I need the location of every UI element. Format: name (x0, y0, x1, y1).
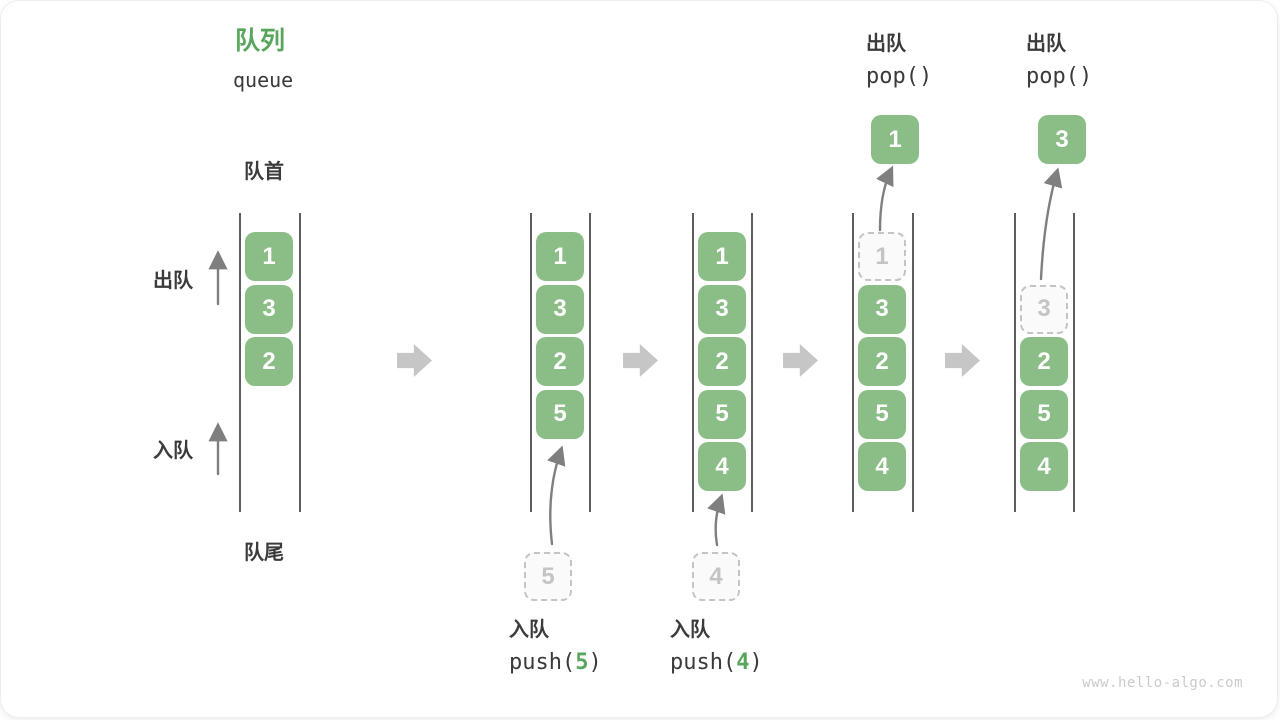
queue-boundary-line (852, 213, 854, 512)
queue-slot-ghost: 1 (858, 232, 906, 281)
op-label-pop-1: 出队 pop() (866, 32, 932, 90)
label-queue-front: 队首 (244, 161, 284, 183)
next-step-arrow (397, 344, 432, 377)
queue-item: 3 (858, 284, 906, 334)
code-arg: 5 (575, 650, 589, 675)
code-text: push( (509, 650, 576, 675)
op-pop-1-code: pop() (866, 64, 933, 89)
code-arg: 4 (736, 650, 750, 675)
queue-item: 4 (1020, 442, 1068, 491)
next-step-arrow (945, 344, 980, 377)
queue-item: 5 (536, 389, 584, 439)
enqueue-arrow-4 (707, 493, 726, 547)
queue-item: 5 (1020, 389, 1068, 439)
next-step-arrow (623, 344, 658, 377)
op-label-pop-3: 出队 pop() (1026, 32, 1092, 90)
queue-item: 3 (536, 284, 584, 334)
popped-item: 1 (871, 115, 919, 164)
queue-item: 4 (858, 442, 906, 491)
next-step-arrow (783, 344, 818, 377)
queue-boundary-line (239, 213, 241, 512)
queue-item: 3 (245, 284, 293, 334)
op-pop-3-zh: 出队 (1026, 33, 1066, 55)
queue-slot-ghost: 3 (1020, 284, 1068, 334)
op-push-4-code: push(4) (670, 650, 763, 676)
queue-item: 2 (698, 337, 746, 386)
queue-item: 2 (245, 337, 293, 386)
queue-boundary-line (1073, 213, 1075, 512)
enqueue-arrow-5 (547, 445, 566, 546)
label-queue-rear: 队尾 (244, 542, 284, 564)
queue-item: 2 (1020, 337, 1068, 386)
queue-item: 1 (536, 232, 584, 281)
op-push-5-zh: 入队 (509, 619, 549, 641)
op-push-4-zh: 入队 (670, 619, 710, 641)
pop-arrow-1 (876, 165, 894, 232)
queue-boundary-line (589, 213, 591, 512)
queue-boundary-line (530, 213, 532, 512)
queue-item: 1 (245, 232, 293, 281)
incoming-item: 4 (692, 552, 740, 601)
code-text: push( (670, 650, 737, 675)
queue-item: 5 (858, 389, 906, 439)
queue-item: 5 (698, 389, 746, 439)
popped-item: 3 (1038, 115, 1086, 164)
queue-boundary-line (299, 213, 301, 512)
queue-item: 1 (698, 232, 746, 281)
code-text: ) (749, 650, 763, 675)
page-title: 队列 (235, 27, 286, 55)
queue-item: 4 (698, 442, 746, 491)
queue-item: 3 (698, 284, 746, 334)
op-pop-3-code: pop() (1026, 64, 1093, 89)
label-enqueue: 入队 (153, 440, 193, 462)
page-subtitle: queue (233, 68, 294, 92)
label-dequeue: 出队 (153, 270, 193, 292)
code-text: ) (588, 650, 602, 675)
op-label-push-4: 入队 push(4) (670, 618, 763, 676)
op-pop-1-zh: 出队 (866, 33, 906, 55)
op-push-5-code: push(5) (509, 650, 602, 676)
pop-arrow-3 (1039, 167, 1063, 281)
incoming-item: 5 (524, 552, 572, 601)
queue-boundary-line (912, 213, 914, 512)
queue-boundary-line (751, 213, 753, 512)
queue-boundary-line (692, 213, 694, 512)
watermark: www.hello-algo.com (1082, 675, 1243, 691)
queue-item: 2 (536, 337, 584, 386)
queue-boundary-line (1014, 213, 1016, 512)
op-label-push-5: 入队 push(5) (509, 618, 602, 676)
queue-item: 2 (858, 337, 906, 386)
